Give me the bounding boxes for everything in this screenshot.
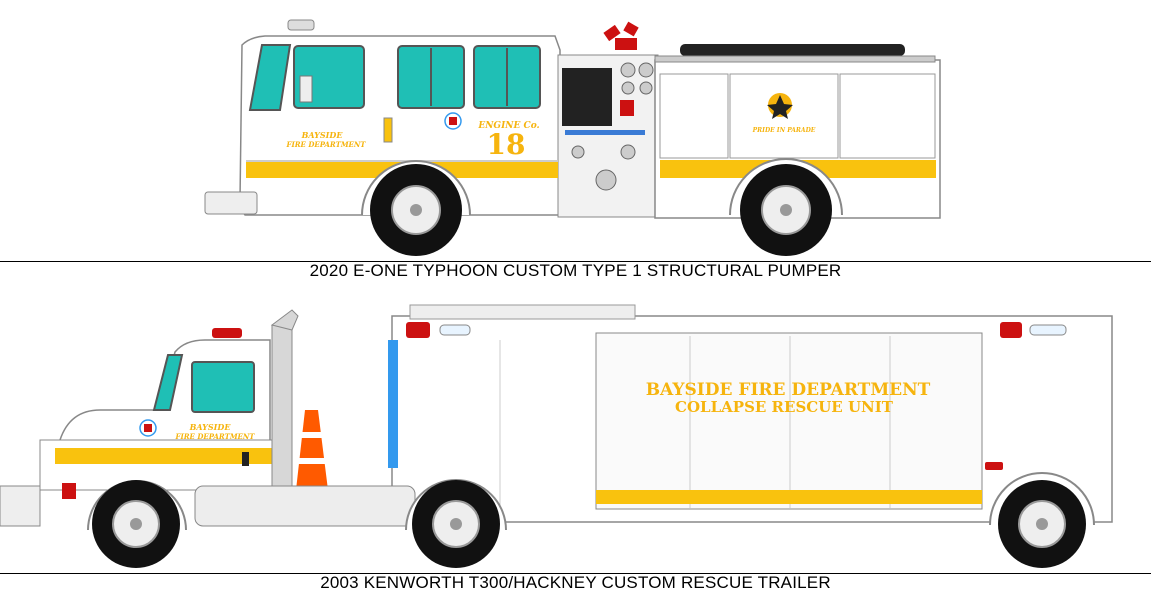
pumper-roof-light — [287, 19, 315, 31]
tractor-windshield — [152, 354, 184, 411]
trailer-rollup-door — [595, 332, 983, 510]
pumper-caption: 2020 E-ONE TYPHOON CUSTOM TYPE 1 STRUCTU… — [309, 261, 842, 280]
pumper-mirror — [299, 75, 313, 103]
hard-suction-hose — [680, 44, 905, 56]
tractor-rear-wheel — [412, 480, 500, 568]
pumper-engine-number: 18 — [487, 128, 526, 161]
tractor-bumper — [0, 485, 41, 527]
tractor-side-window — [191, 361, 255, 413]
trailer-title-line1: BAYSIDE FIRE DEPARTMENT — [646, 380, 931, 400]
trailer-title-line2: COLLAPSE RESCUE UNIT — [675, 398, 894, 416]
pumper-fire-seal-icon — [767, 93, 793, 119]
exhaust-stack — [271, 324, 293, 491]
tractor-dept-line2: FIRE DEPARTMENT — [174, 432, 255, 441]
traffic-cone-icon — [296, 410, 328, 490]
pumper-door-badge-icon — [444, 112, 462, 130]
pumper-front-wheel — [370, 164, 462, 256]
pumper-dept-line2: FIRE DEPARTMENT — [285, 140, 366, 149]
hose-bed-rail — [654, 55, 936, 63]
ground-line-top — [0, 261, 1151, 262]
rescue-tractor-trailer: BAYSIDE FIRE DEPARTMENT COLLAPSE RESCUE … — [0, 304, 1113, 568]
tractor-front-wheel — [92, 480, 180, 568]
pumper-dept-line1: BAYSIDE — [301, 130, 344, 140]
trailer-roof-rail — [409, 304, 636, 320]
deck-gun-icon — [603, 21, 639, 50]
rescue-caption: 2003 KENWORTH T300/HACKNEY CUSTOM RESCUE… — [320, 573, 831, 592]
blue-warning-light — [388, 340, 398, 468]
pumper-front-bumper — [204, 191, 258, 215]
pumper-windshield — [248, 44, 292, 111]
ground-line-bottom — [0, 573, 1151, 574]
pumper-motto: PRIDE IN PARADE — [752, 127, 816, 134]
trailer-stripe — [596, 490, 982, 504]
pumper-compartment-door — [659, 73, 729, 159]
tractor-dept-line1: BAYSIDE — [189, 422, 232, 432]
fuel-tank — [194, 485, 416, 527]
pumper-rear-wheel — [740, 164, 832, 256]
pumper-engine-label: ENGINE Co. — [477, 121, 539, 131]
trailer-wheel — [998, 480, 1086, 568]
tractor-roof-light — [212, 328, 242, 338]
tractor-stripe — [55, 448, 277, 464]
tractor-door-badge-icon — [139, 419, 157, 437]
pumper-truck: PRIDE IN PARADE BAYSIDE FIRE DEPARTMENT … — [204, 19, 941, 256]
